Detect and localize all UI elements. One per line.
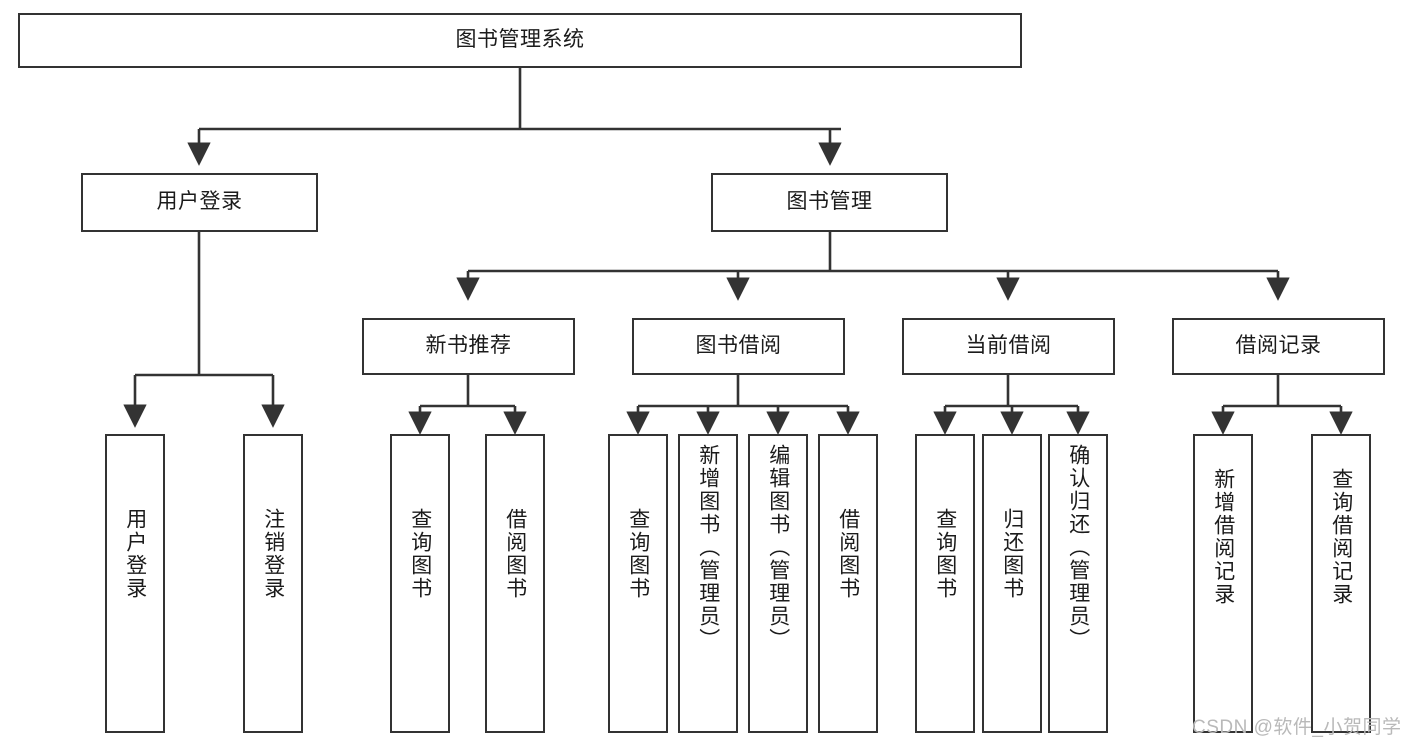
node-leaf-query-record[interactable]: 查询借阅记录 — [1311, 434, 1371, 733]
node-leaf-add-record-label: 新增借阅记录 — [1211, 468, 1235, 606]
node-leaf-confirm-return[interactable]: 确认归还（管理员） — [1048, 434, 1108, 733]
node-user-login[interactable]: 用户登录 — [81, 173, 318, 232]
node-root[interactable]: 图书管理系统 — [18, 13, 1022, 68]
node-root-label: 图书管理系统 — [455, 28, 585, 52]
node-leaf-edit-book-label: 编辑图书（管理员） — [766, 444, 790, 651]
node-leaf-user-login-label: 用户登录 — [123, 508, 147, 600]
node-leaf-query-book-2-label: 查询图书 — [626, 508, 650, 600]
node-leaf-logout-login[interactable]: 注销登录 — [243, 434, 303, 733]
watermark-text: CSDN @软件_小贺同学 — [1192, 717, 1402, 738]
node-leaf-borrow-book-1[interactable]: 借阅图书 — [485, 434, 545, 733]
node-current-borrow[interactable]: 当前借阅 — [902, 318, 1115, 375]
node-leaf-logout-login-label: 注销登录 — [261, 508, 285, 600]
node-leaf-borrow-book-2-label: 借阅图书 — [836, 508, 860, 600]
node-leaf-add-record[interactable]: 新增借阅记录 — [1193, 434, 1253, 733]
node-leaf-query-book-1-label: 查询图书 — [408, 508, 432, 600]
node-book-manage[interactable]: 图书管理 — [711, 173, 948, 232]
node-leaf-query-book-2[interactable]: 查询图书 — [608, 434, 668, 733]
node-borrow-record-label: 借阅记录 — [1235, 334, 1322, 358]
node-leaf-user-login[interactable]: 用户登录 — [105, 434, 165, 733]
node-book-borrow-label: 图书借阅 — [695, 334, 782, 358]
node-leaf-return-book[interactable]: 归还图书 — [982, 434, 1042, 733]
node-leaf-query-book-3-label: 查询图书 — [933, 508, 957, 600]
node-leaf-confirm-return-label: 确认归还（管理员） — [1066, 444, 1090, 651]
node-borrow-record[interactable]: 借阅记录 — [1172, 318, 1385, 375]
node-leaf-query-book-3[interactable]: 查询图书 — [915, 434, 975, 733]
node-user-login-label: 用户登录 — [156, 190, 243, 214]
node-leaf-borrow-book-1-label: 借阅图书 — [503, 508, 527, 600]
node-current-borrow-label: 当前借阅 — [965, 334, 1052, 358]
node-leaf-edit-book[interactable]: 编辑图书（管理员） — [748, 434, 808, 733]
node-leaf-return-book-label: 归还图书 — [1000, 508, 1024, 600]
node-leaf-query-record-label: 查询借阅记录 — [1329, 468, 1353, 606]
node-leaf-add-book[interactable]: 新增图书（管理员） — [678, 434, 738, 733]
node-new-book-recommend-label: 新书推荐 — [425, 334, 512, 358]
node-leaf-query-book-1[interactable]: 查询图书 — [390, 434, 450, 733]
node-leaf-add-book-label: 新增图书（管理员） — [696, 444, 720, 651]
node-new-book-recommend[interactable]: 新书推荐 — [362, 318, 575, 375]
node-book-manage-label: 图书管理 — [786, 190, 873, 214]
node-book-borrow[interactable]: 图书借阅 — [632, 318, 845, 375]
node-leaf-borrow-book-2[interactable]: 借阅图书 — [818, 434, 878, 733]
